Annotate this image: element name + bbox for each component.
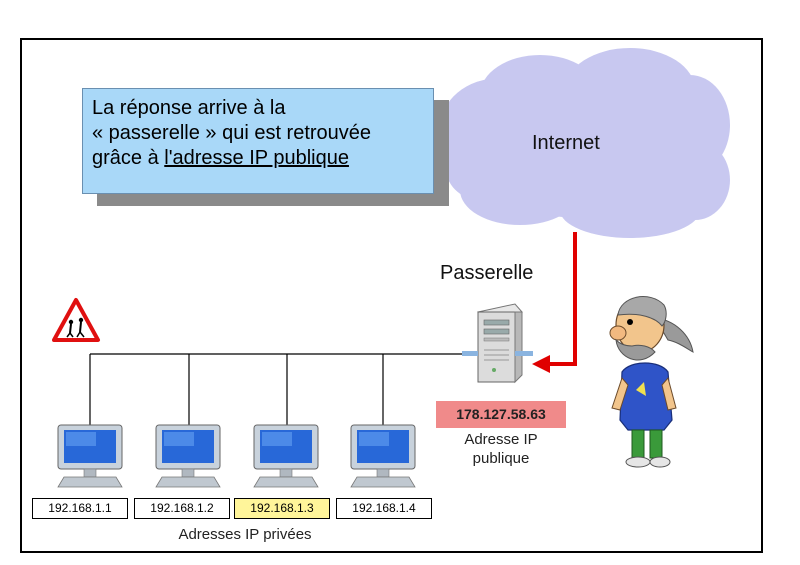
computer-icon-2 bbox=[155, 424, 221, 488]
callout-line-1: La réponse arrive à la bbox=[92, 97, 286, 119]
private-ip-box-3: 192.168.1.3 bbox=[234, 498, 330, 519]
gateway-label: Passerelle bbox=[440, 262, 534, 284]
computer-icon-3 bbox=[253, 424, 319, 488]
callout-line-2: « passerelle » qui est retrouvée bbox=[92, 122, 372, 144]
public-ip-badge: 178.127.58.63 bbox=[436, 401, 566, 428]
callout-box: La réponse arrive à la « passerelle » qu… bbox=[82, 88, 434, 194]
network-lines bbox=[89, 353, 470, 425]
arrowhead-icon bbox=[532, 355, 550, 373]
internet-cloud-icon bbox=[440, 48, 730, 238]
callout-line-3-prefix: grâce à bbox=[92, 147, 165, 169]
callout-line-3: grâce à l'adresse IP publique bbox=[92, 146, 433, 171]
warning-children-sign-icon bbox=[52, 298, 100, 342]
internet-label: Internet bbox=[532, 132, 600, 154]
callout-link: l'adresse IP publique bbox=[164, 147, 349, 169]
public-ip-caption-line-2: publique bbox=[472, 450, 530, 467]
public-ip-caption-line-1: Adresse IP bbox=[464, 431, 538, 448]
private-ip-box-4: 192.168.1.4 bbox=[336, 498, 432, 519]
public-ip-caption: Adresse IP publique bbox=[436, 430, 566, 468]
private-ip-box-2: 192.168.1.2 bbox=[134, 498, 230, 519]
person-icon bbox=[609, 296, 694, 468]
server-icon bbox=[462, 303, 533, 384]
arrow-icon bbox=[548, 232, 577, 366]
computer-icon-1 bbox=[57, 424, 123, 488]
computer-icon-4 bbox=[350, 424, 416, 488]
private-ip-box-1: 192.168.1.1 bbox=[32, 498, 128, 519]
private-ip-caption: Adresses IP privées bbox=[178, 526, 312, 543]
